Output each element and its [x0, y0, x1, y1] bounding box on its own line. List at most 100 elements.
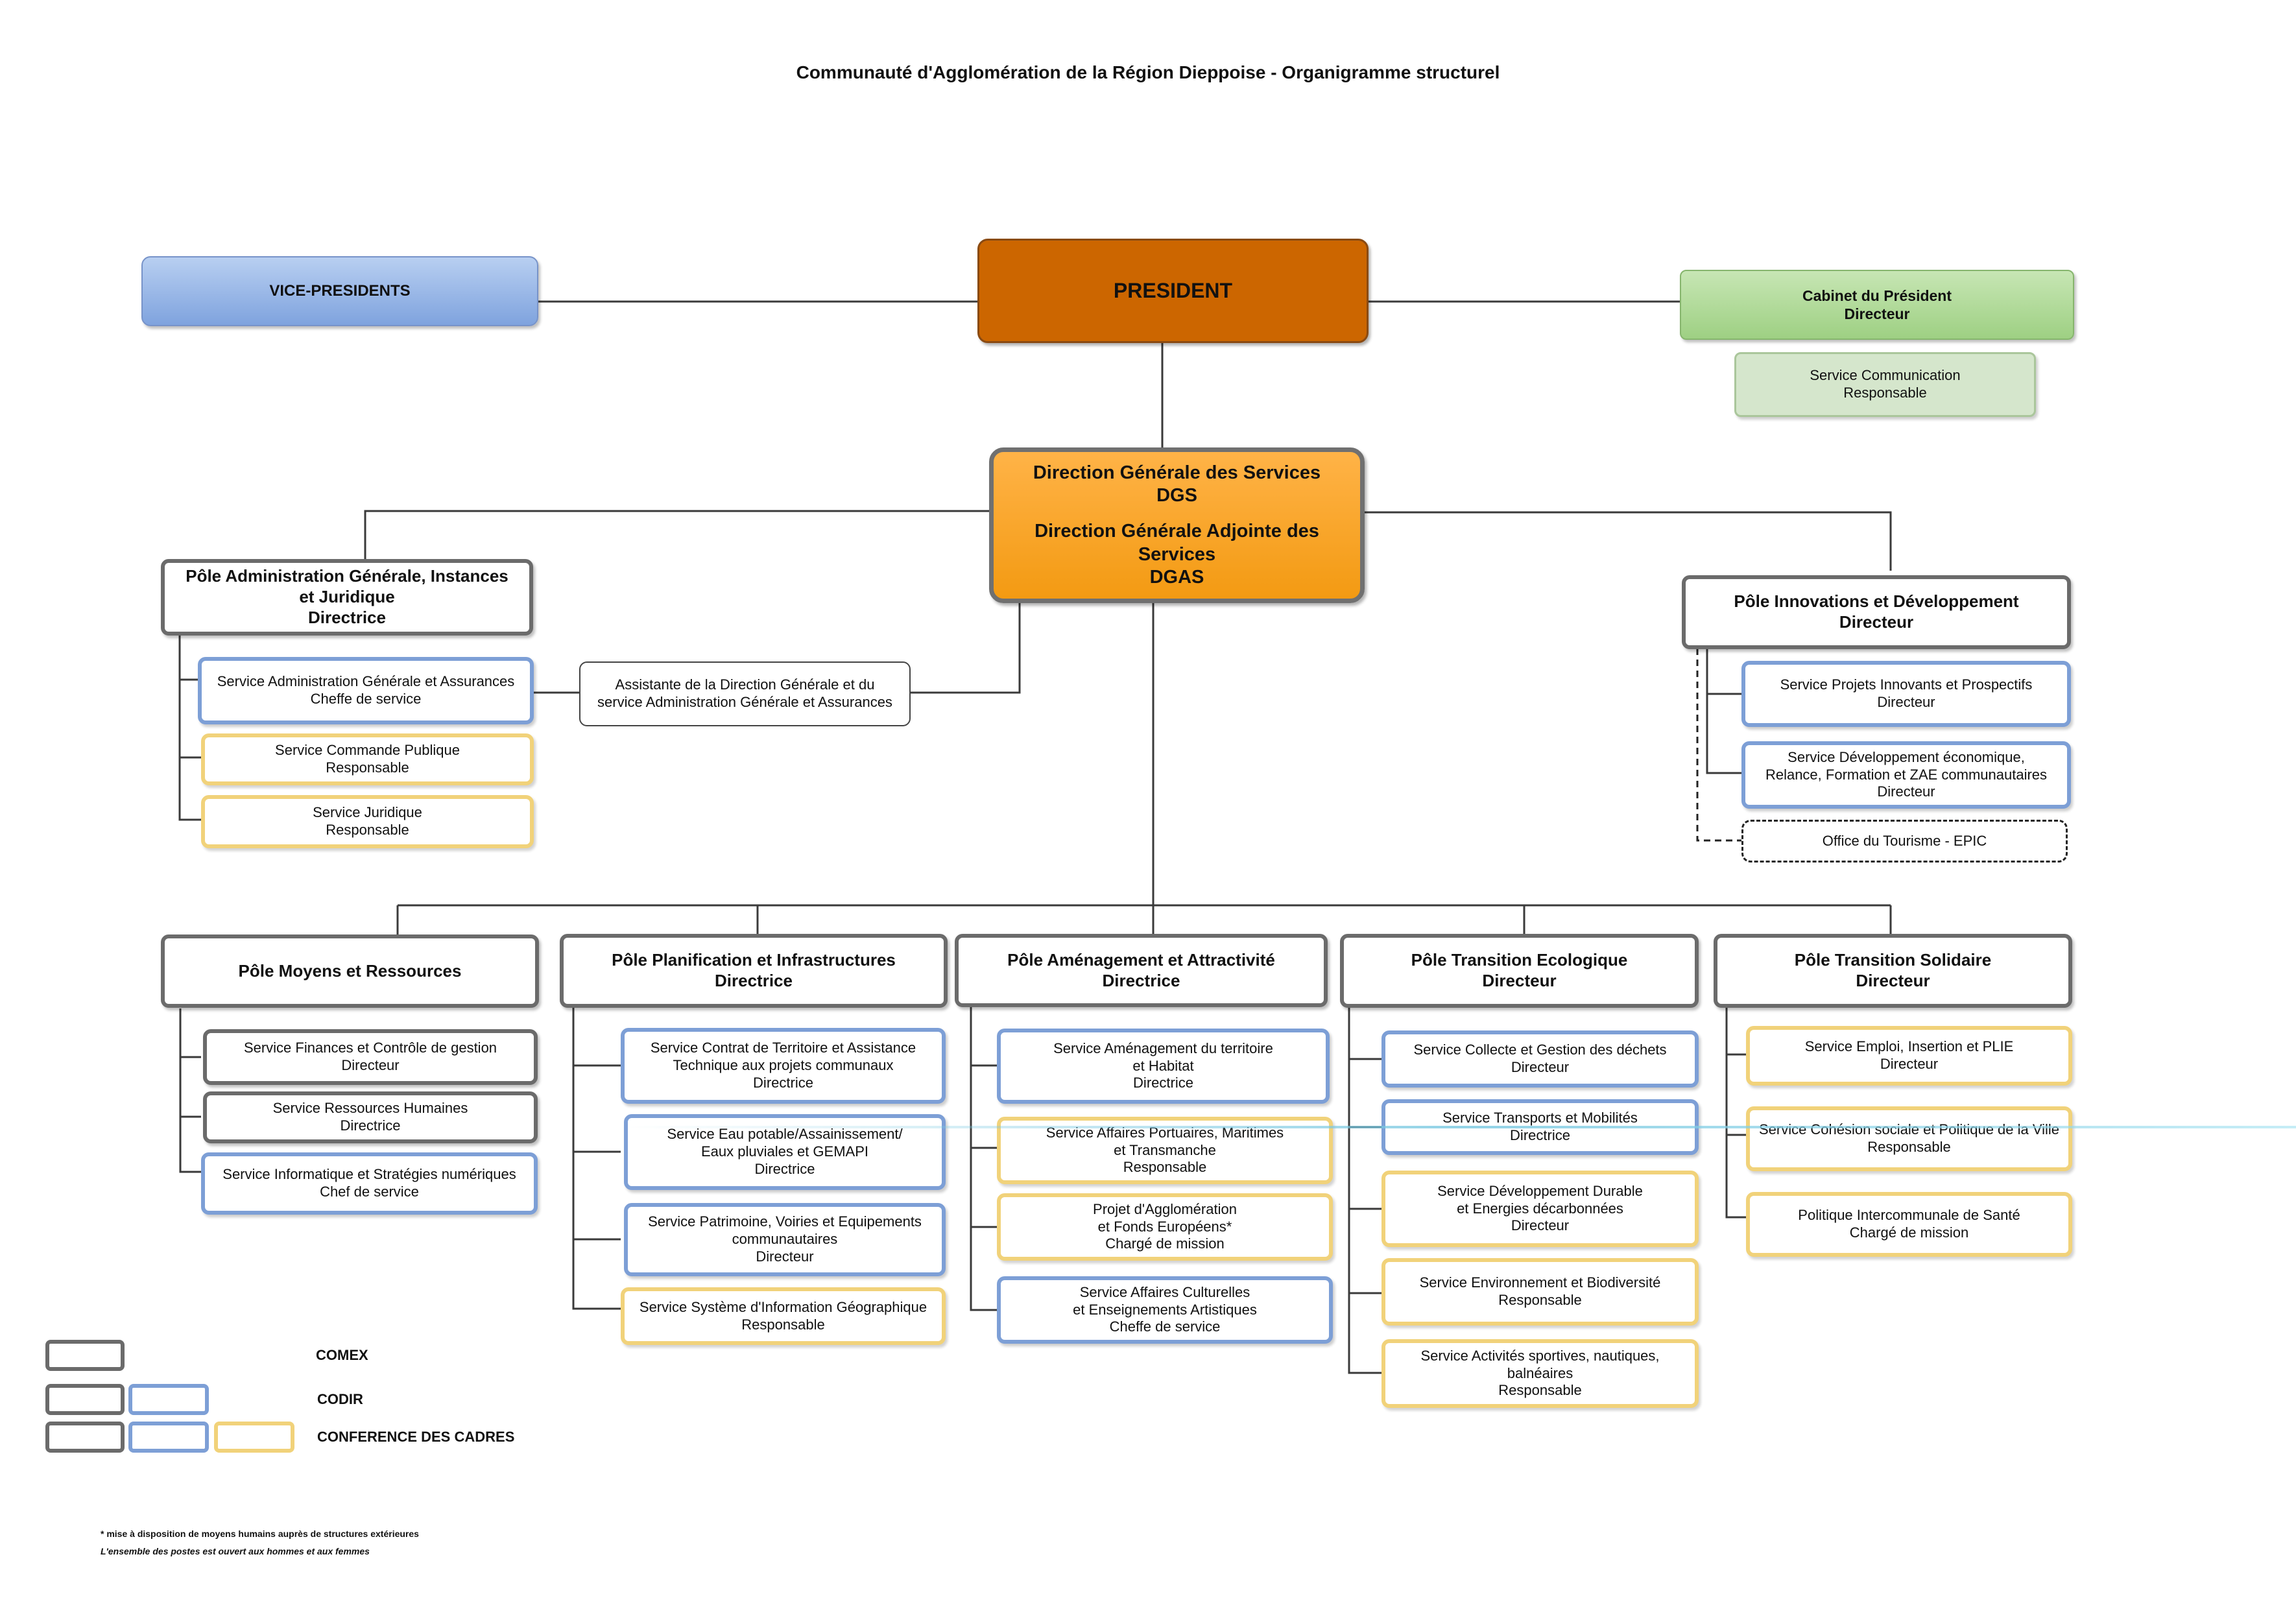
service-developpement-durable-box: Service Développement Durable et Energie… [1381, 1171, 1699, 1247]
pole-solidaire-role: Directeur [1856, 971, 1930, 990]
service-projets-innovants-box: Service Projets Innovants et Prospectifs… [1741, 661, 2071, 727]
president-box: PRESIDENT [977, 239, 1369, 343]
service-contrat-territoire-box: Service Contrat de Territoire et Assista… [621, 1028, 946, 1104]
service-role: Directeur [341, 1057, 400, 1073]
service-role: Responsable [1498, 1292, 1582, 1308]
service-title-1: Service Eau potable/Assainissement/ [667, 1126, 903, 1143]
footnote-mise-a-disposition: * mise à disposition de moyens humains a… [101, 1529, 419, 1539]
service-title: Service Finances et Contrôle de gestion [243, 1040, 497, 1056]
service-title: Service Transports et Mobilités [1442, 1110, 1638, 1126]
dgs-line-2: DGS [1156, 484, 1197, 506]
service-juridique-box: Service Juridique Responsable [201, 795, 534, 848]
service-developpement-economique-box: Service Développement économique, Relanc… [1741, 741, 2071, 809]
dgs-line-5: DGAS [1149, 567, 1204, 588]
service-patrimoine-voiries-box: Service Patrimoine, Voiries et Equipemen… [624, 1203, 946, 1276]
service-title: Service Commande Publique [275, 742, 460, 759]
pole-transition-solidaire-box: Pôle Transition Solidaire Directeur [1714, 934, 2072, 1008]
legend-swatch-codir-blue [128, 1384, 209, 1415]
service-role: Responsable [1123, 1159, 1207, 1176]
service-role: Chargé de mission [1105, 1235, 1225, 1252]
dgs-box: Direction Générale des Services DGS Dire… [989, 447, 1365, 603]
service-role: Chef de service [320, 1184, 419, 1200]
service-informatique-box: Service Informatique et Stratégies numér… [201, 1152, 538, 1215]
service-environnement-box: Service Environnement et Biodiversité Re… [1381, 1258, 1699, 1326]
service-title-2: et Fonds Européens* [1097, 1218, 1232, 1235]
legend-label-cadres: CONFERENCE DES CADRES [317, 1429, 515, 1445]
pole-planification-title: Pôle Planification et Infrastructures [612, 950, 896, 970]
legend-label-comex: COMEX [316, 1347, 368, 1363]
cabinet-title: Cabinet du Président [1802, 287, 1952, 304]
service-title: Service Emploi, Insertion et PLIE [1804, 1038, 2014, 1055]
assistante-box: Assistante de la Direction Générale et d… [579, 661, 911, 726]
service-commande-publique-box: Service Commande Publique Responsable [201, 733, 534, 785]
service-role: Directrice [1510, 1127, 1570, 1143]
service-role: Cheffe de service [1109, 1318, 1221, 1335]
communication-title: Service Communication [1810, 367, 1961, 384]
service-title-1: Service Affaires Culturelles [1079, 1283, 1250, 1300]
office-tourisme-label: Office du Tourisme - EPIC [1822, 832, 1987, 849]
pole-administration-title-1: Pôle Administration Générale, Instances [185, 566, 508, 586]
service-sig-box: Service Système d'Information Géographiq… [621, 1287, 946, 1345]
service-title-2: et Enseignements Artistiques [1073, 1301, 1257, 1318]
service-role: Directeur [1511, 1059, 1570, 1075]
service-role: Directeur [1511, 1217, 1570, 1234]
service-title: Service Collecte et Gestion des déchets [1413, 1042, 1667, 1058]
dgs-line-3: Direction Générale Adjointe des [1034, 521, 1319, 542]
service-emploi-insertion-box: Service Emploi, Insertion et PLIE Direct… [1746, 1026, 2072, 1086]
footnote-postes-ouverts: L'ensemble des postes est ouvert aux hom… [101, 1546, 370, 1556]
legend-swatch-cadres-yellow [214, 1422, 294, 1453]
service-role: Responsable [326, 822, 409, 838]
service-role: Directrice [1133, 1075, 1193, 1091]
service-cohesion-sociale-box: Service Cohésion sociale et Politique de… [1746, 1106, 2072, 1171]
cabinet-box: Cabinet du Président Directeur [1680, 270, 2074, 340]
service-collecte-dechets-box: Service Collecte et Gestion des déchets … [1381, 1030, 1699, 1088]
service-title: Politique Intercommunale de Santé [1798, 1207, 2020, 1224]
pole-administration-title-2: et Juridique [299, 587, 395, 607]
scan-artifact-line [626, 1126, 2296, 1128]
service-role: Chargé de mission [1849, 1224, 1969, 1241]
service-title-2: et Habitat [1132, 1057, 1194, 1074]
service-title: Service Ressources Humaines [272, 1100, 468, 1117]
pole-innovations-box: Pôle Innovations et Développement Direct… [1682, 575, 2071, 649]
service-title-2: Technique aux projets communaux [673, 1057, 894, 1074]
pole-innovations-title: Pôle Innovations et Développement [1734, 591, 2019, 612]
legend-swatch-comex [45, 1340, 125, 1371]
service-role: Directrice [754, 1160, 815, 1177]
politique-sante-box: Politique Intercommunale de Santé Chargé… [1746, 1192, 2072, 1257]
service-title: Service Cohésion sociale et Politique de… [1758, 1121, 2060, 1138]
legend-swatch-cadres-blue [128, 1422, 209, 1453]
service-role: Directrice [340, 1117, 401, 1134]
dgs-line-4: Services [1138, 543, 1216, 565]
service-title: Service Système d'Information Géographiq… [639, 1298, 927, 1315]
service-finances-box: Service Finances et Contrôle de gestion … [203, 1029, 538, 1085]
pole-ecologique-role: Directeur [1482, 971, 1557, 990]
service-title-2: et Transmanche [1114, 1141, 1216, 1158]
service-title-1: Projet d'Agglomération [1093, 1200, 1237, 1217]
pole-moyens-box: Pôle Moyens et Ressources [161, 934, 539, 1008]
service-activites-sportives-box: Service Activités sportives, nautiques, … [1381, 1339, 1699, 1408]
service-role: Responsable [326, 759, 409, 776]
pole-transition-ecologique-box: Pôle Transition Ecologique Directeur [1340, 934, 1699, 1008]
pole-innovations-role: Directeur [1839, 612, 1914, 632]
dgs-line-1: Direction Générale des Services [1033, 462, 1321, 483]
communication-role: Responsable [1843, 385, 1927, 401]
legend-label-codir: CODIR [317, 1391, 363, 1407]
service-role: Cheffe de service [310, 691, 422, 707]
pole-administration-role: Directrice [308, 607, 386, 627]
service-role: Directrice [753, 1074, 813, 1091]
service-title-2: balnéaires [1507, 1364, 1573, 1381]
pole-amenagement-role: Directrice [1102, 970, 1180, 990]
office-tourisme-box: Office du Tourisme - EPIC [1741, 820, 2068, 863]
service-title-1: Service Aménagement du territoire [1053, 1040, 1273, 1056]
cabinet-role: Directeur [1844, 305, 1910, 322]
service-role: Responsable [1867, 1139, 1951, 1155]
service-title: Service Informatique et Stratégies numér… [222, 1166, 516, 1183]
service-role: Directeur [1877, 694, 1935, 710]
service-title: Service Environnement et Biodiversité [1419, 1274, 1661, 1291]
service-title: Service Juridique [313, 804, 422, 821]
vice-presidents-label: VICE-PRESIDENTS [269, 282, 411, 300]
service-title-1: Service Développement économique, [1788, 748, 2025, 765]
assistante-line-1: Assistante de la Direction Générale et d… [615, 676, 875, 693]
service-role: Responsable [1498, 1382, 1582, 1399]
